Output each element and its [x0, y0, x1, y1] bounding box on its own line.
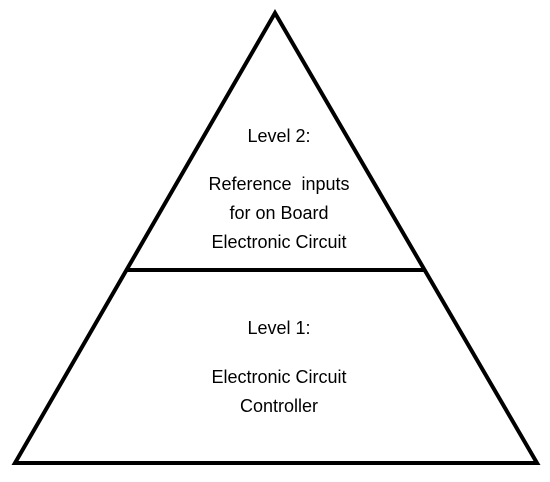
level-1-title: Level 1:: [247, 318, 310, 338]
level-2-title: Level 2:: [247, 126, 310, 146]
level-1-line-2: Controller: [240, 396, 318, 416]
level-2-line-1: Reference inputs: [208, 174, 349, 194]
level-1-line-1: Electronic Circuit: [211, 367, 346, 387]
level-2-line-2: for on Board: [229, 203, 328, 223]
level-2-line-3: Electronic Circuit: [211, 232, 346, 252]
level-2-section: Level 2: Reference inputs for on Board E…: [208, 126, 349, 252]
level-1-section: Level 1: Electronic Circuit Controller: [211, 318, 346, 416]
pyramid-outline: [11, 9, 541, 465]
